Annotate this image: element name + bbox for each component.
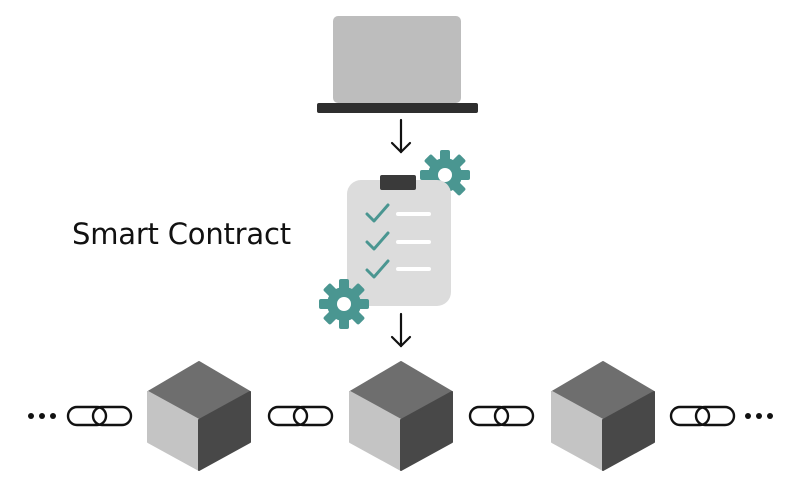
gear-icon: [319, 279, 369, 329]
clipboard-checklist-icon: [347, 175, 451, 306]
cube-icon: [551, 361, 655, 471]
ellipsis-icon: [745, 413, 773, 419]
chain-link-icon: [468, 405, 535, 427]
arrow-down-icon: [390, 312, 412, 348]
chain-link-icon: [669, 405, 736, 427]
cube-icon: [349, 361, 453, 471]
chain-link-icon: [267, 405, 334, 427]
smart-contract-label: Smart Contract: [72, 217, 291, 251]
arrow-down-icon: [390, 118, 412, 154]
ellipsis-icon: [28, 413, 56, 419]
checklist-line: [396, 212, 431, 271]
check-icon: [365, 203, 390, 279]
chain-link-icon: [66, 405, 133, 427]
cube-icon: [147, 361, 251, 471]
laptop-icon: [317, 16, 478, 113]
